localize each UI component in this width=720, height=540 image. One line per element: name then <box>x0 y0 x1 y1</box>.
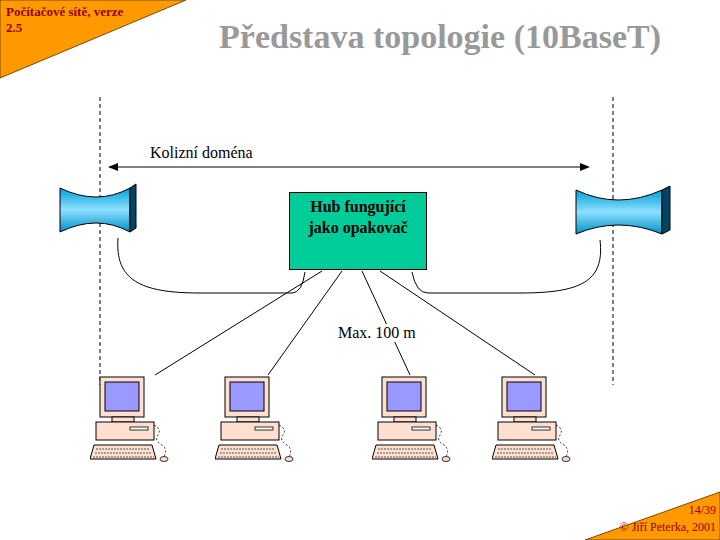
distance-label: Max. 100 m <box>336 324 418 342</box>
page-number: 14/39 <box>689 503 716 518</box>
course-label: Počítačové sítě, verze 2.5 <box>6 4 126 37</box>
slide-title: Představa topologie (10BaseT) <box>219 18 661 56</box>
copyright: © Jiří Peterka, 2001 <box>620 520 716 535</box>
hub-text: Hub fungující jako opakovač <box>296 197 420 239</box>
hub-box: Hub fungující jako opakovač <box>289 192 427 270</box>
domain-label: Kolizní doména <box>150 144 253 162</box>
